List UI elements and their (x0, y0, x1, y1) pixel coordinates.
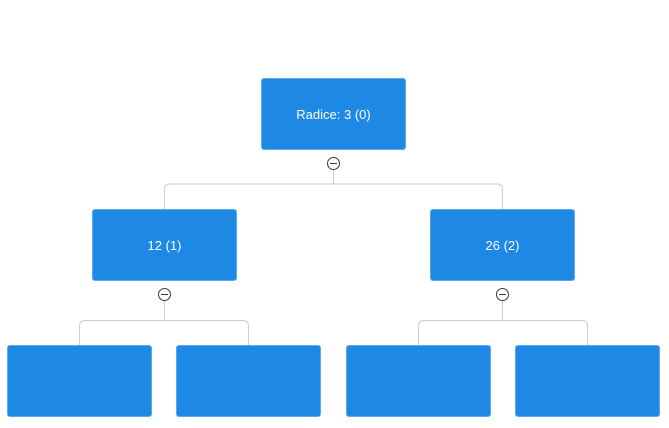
connector-root-to-right (333, 183, 503, 210)
connector-right-to-rl (418, 301, 503, 346)
node-root[interactable]: Radice: 3 (0) (261, 78, 406, 150)
node-26-right-child[interactable] (515, 345, 660, 417)
connector-left-to-lr (164, 320, 249, 346)
node-12-label: 12 (1) (147, 237, 182, 253)
collapse-minus-icon[interactable] (158, 288, 171, 301)
collapse-minus-icon[interactable] (327, 157, 340, 170)
node-12-right-child[interactable] (176, 345, 321, 417)
node-12-left-child[interactable] (7, 345, 152, 417)
node-12[interactable]: 12 (1) (92, 209, 237, 281)
node-26-left-child[interactable] (346, 345, 491, 417)
node-26-label: 26 (2) (485, 237, 520, 253)
node-root-label: Radice: 3 (0) (296, 106, 371, 122)
connector-right-to-rr (502, 320, 588, 346)
node-26[interactable]: 26 (2) (430, 209, 575, 281)
connector-root-to-left (164, 170, 334, 210)
connector-left-to-ll (79, 301, 165, 346)
collapse-minus-icon[interactable] (496, 288, 509, 301)
